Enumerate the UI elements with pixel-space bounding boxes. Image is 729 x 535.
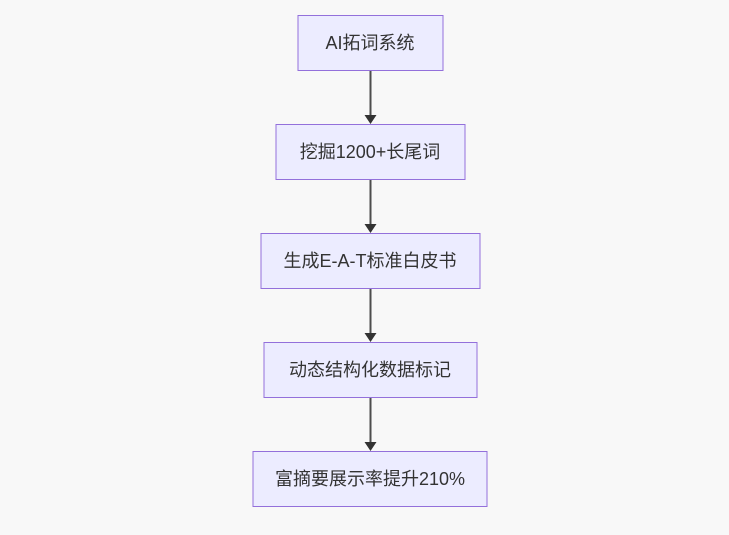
flow-node-structured-data: 动态结构化数据标记: [263, 342, 477, 398]
arrow-line: [369, 180, 371, 224]
flow-node-longtail-mining: 挖掘1200+长尾词: [275, 124, 465, 180]
flow-edge-4: [364, 398, 376, 451]
arrow-down-icon: [364, 115, 376, 124]
flow-edge-2: [364, 180, 376, 233]
flow-node-ai-word-expansion: AI拓词系统: [297, 15, 443, 71]
arrow-down-icon: [364, 224, 376, 233]
flow-node-label: 富摘要展示率提升210%: [274, 469, 466, 489]
flow-edge-1: [364, 71, 376, 124]
flow-node-label: 生成E-A-T标准白皮书: [283, 251, 457, 271]
flow-node-label: AI拓词系统: [325, 33, 415, 53]
arrow-line: [369, 398, 371, 442]
flow-node-eat-whitepaper: 生成E-A-T标准白皮书: [260, 233, 480, 289]
flow-node-label: 挖掘1200+长尾词: [299, 142, 441, 162]
arrow-line: [369, 71, 371, 115]
arrow-down-icon: [364, 333, 376, 342]
flowchart: AI拓词系统 挖掘1200+长尾词 生成E-A-T标准白皮书 动态结构化数据标记: [252, 15, 488, 507]
flow-node-rich-snippet-result: 富摘要展示率提升210%: [252, 451, 488, 507]
arrow-down-icon: [364, 442, 376, 451]
flow-edge-3: [364, 289, 376, 342]
flow-node-label: 动态结构化数据标记: [289, 360, 451, 380]
arrow-line: [369, 289, 371, 333]
